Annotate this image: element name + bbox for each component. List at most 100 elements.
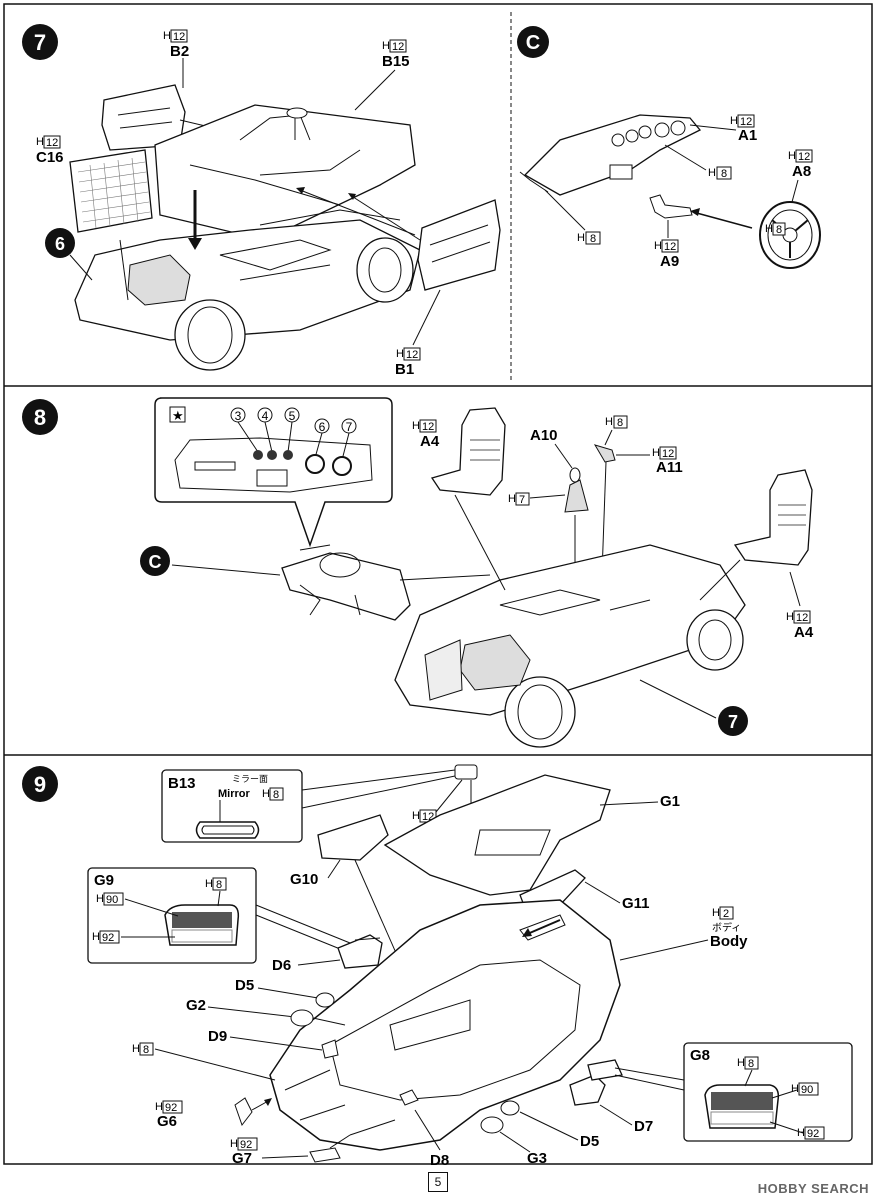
ref-step-7-number: 7 [728, 712, 738, 732]
dashboard-decal-inset: ★ [154, 397, 393, 548]
svg-text:A4: A4 [420, 433, 440, 450]
svg-text:12: 12 [46, 137, 58, 149]
svg-text:H: H [412, 420, 420, 432]
part-g3-lens [480, 1116, 504, 1134]
svg-text:H: H [765, 223, 773, 235]
label-a8-h8: H 8 [765, 222, 786, 236]
label-d9: D9 [208, 1028, 227, 1045]
svg-text:ボディ: ボディ [712, 921, 741, 934]
step-c-marker [517, 26, 549, 58]
gauge-callouts: 3 4 5 6 7 [230, 407, 357, 476]
label-a4-left: H 12 A4 [412, 419, 440, 450]
svg-text:H: H [262, 788, 270, 800]
part-b15-interior-tub [154, 104, 416, 241]
svg-text:8: 8 [721, 168, 727, 180]
step-8-marker [22, 399, 58, 435]
svg-text:12: 12 [796, 612, 808, 624]
svg-text:H: H [712, 907, 720, 919]
svg-text:H: H [132, 1043, 140, 1055]
label-d7: D7 [634, 1118, 653, 1135]
label-d6: D6 [272, 957, 291, 974]
svg-text:H: H [230, 1138, 238, 1150]
svg-text:ミラー面: ミラー面 [232, 774, 268, 784]
ref-c-marker [140, 546, 170, 576]
gauge-label-7: 7 [346, 420, 353, 434]
svg-text:92: 92 [240, 1139, 252, 1151]
step-8-number: 8 [34, 405, 46, 430]
label-b1: H 12 B1 [395, 289, 441, 378]
svg-text:8: 8 [273, 789, 279, 801]
label-d5-left: D5 [235, 977, 254, 994]
label-c16: H 12 C16 [36, 135, 64, 166]
step-9: 9 B13 ミラー面 Mirror H 8 H 12 [22, 764, 853, 1169]
svg-text:12: 12 [406, 349, 418, 361]
svg-text:H: H [791, 1083, 799, 1095]
part-a8-steering-wheel [759, 201, 821, 269]
svg-text:H: H [786, 611, 794, 623]
page-number: 5 [428, 1172, 448, 1192]
label-g3: G3 [527, 1150, 547, 1167]
svg-text:Mirror: Mirror [218, 788, 251, 800]
step-9-number: 9 [34, 772, 46, 797]
part-a4-seat-right [733, 469, 813, 566]
svg-text:H: H [155, 1101, 163, 1113]
svg-text:B15: B15 [382, 53, 410, 70]
label-g6: H 92 G6 [155, 1100, 183, 1130]
label-g1: G1 [660, 793, 680, 810]
svg-text:2: 2 [723, 908, 729, 920]
svg-text:H: H [92, 931, 100, 943]
svg-text:A4: A4 [794, 624, 814, 641]
part-a9-column [649, 194, 753, 229]
svg-text:92: 92 [165, 1102, 177, 1114]
svg-text:12: 12 [173, 31, 185, 43]
svg-text:H: H [205, 878, 213, 890]
svg-text:92: 92 [102, 932, 114, 944]
label-g11: G11 [622, 895, 650, 912]
step-7-marker [22, 24, 58, 60]
gauge-label-6: 6 [319, 420, 326, 434]
part-g7-lens [261, 1134, 351, 1163]
svg-text:H: H [654, 240, 662, 252]
step-c-letter: C [526, 32, 540, 54]
part-a1-dashboard [519, 114, 702, 196]
svg-text:H: H [605, 416, 613, 428]
svg-text:12: 12 [740, 116, 752, 128]
svg-text:H: H [163, 30, 171, 42]
step-7-number: 7 [34, 30, 46, 55]
part-a4-seat-left [430, 407, 506, 496]
inset-star: ★ [172, 408, 184, 423]
step-9-marker [22, 766, 58, 802]
chassis-assembly-step8 [394, 494, 746, 748]
part-d6-headlamp [337, 934, 383, 969]
label-d9-h: H 8 [132, 1042, 276, 1081]
svg-text:8: 8 [617, 417, 623, 429]
label-g7: H 92 G7 [230, 1137, 258, 1167]
g9-lamp-box: G9 H 8 H 90 H 92 [87, 867, 257, 964]
svg-text:H: H [382, 40, 390, 52]
ref-step-6-marker [45, 228, 75, 258]
part-d8 [399, 1089, 419, 1106]
svg-text:H: H [737, 1057, 745, 1069]
svg-text:A11: A11 [656, 459, 683, 476]
ref-c-letter: C [149, 552, 162, 572]
svg-text:8: 8 [216, 879, 222, 891]
label-a1-h8: H 8 [664, 144, 732, 180]
svg-text:H: H [96, 893, 104, 905]
svg-text:H: H [652, 447, 660, 459]
svg-text:12: 12 [664, 241, 676, 253]
part-d5-lens-left [315, 992, 335, 1008]
svg-text:A10: A10 [530, 427, 558, 444]
part-d5-lens-right [500, 1100, 520, 1116]
label-a9: H 12 A9 [654, 220, 679, 270]
svg-text:B13: B13 [168, 775, 196, 792]
svg-text:8: 8 [143, 1044, 149, 1056]
step-7: 7 H 12 B2 H 12 B15 [22, 24, 501, 378]
part-g2-lens-left [290, 1009, 346, 1027]
svg-text:12: 12 [422, 421, 434, 433]
label-a10: A10 H 7 [508, 427, 573, 506]
svg-text:12: 12 [392, 41, 404, 53]
label-a1: H 12 A1 [689, 114, 757, 144]
label-a4-right: H 12 A4 [786, 571, 814, 641]
svg-text:G9: G9 [94, 872, 114, 889]
